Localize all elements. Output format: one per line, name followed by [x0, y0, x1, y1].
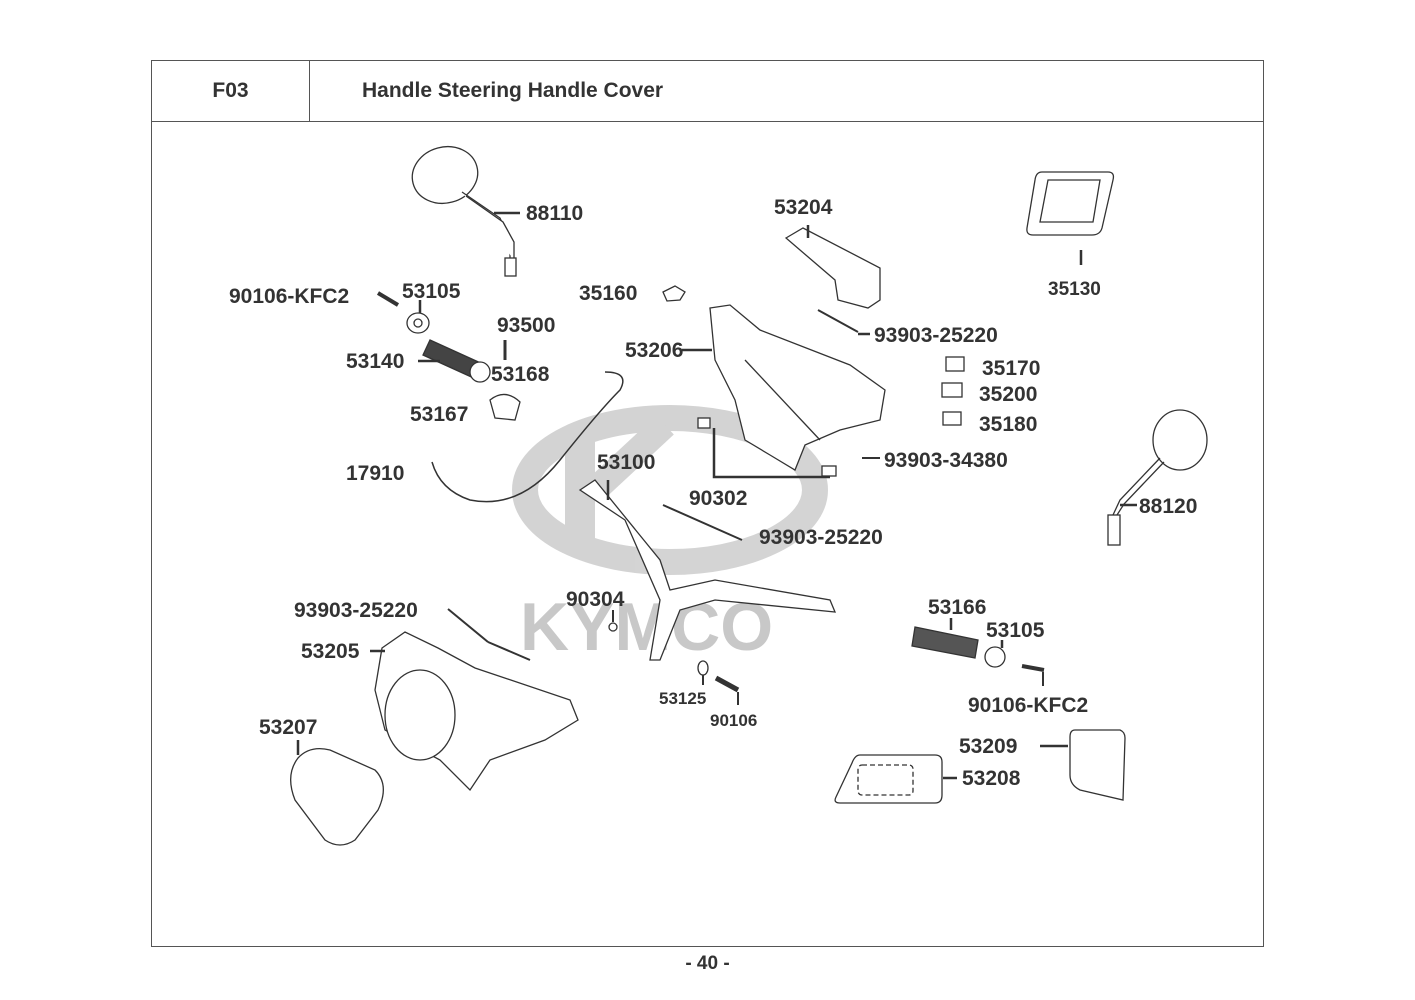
part-label: 53168: [491, 363, 550, 386]
screw-top-icon: [817, 309, 870, 336]
part-label: 90304: [566, 588, 625, 611]
page-number: - 40 -: [685, 953, 730, 974]
part-label: 53105: [402, 280, 461, 303]
switch-35130-icon: [1026, 171, 1115, 265]
header-row: F03 Handle Steering Handle Cover: [152, 61, 1263, 122]
bolt-90106-icon: [714, 675, 740, 705]
cover-53206-icon: [709, 304, 886, 471]
part-label: 93903-25220: [759, 526, 883, 549]
part-label: 53205: [301, 640, 360, 663]
grip-right-icon: [911, 626, 979, 659]
cable-17910-icon: [431, 371, 624, 503]
part-label: 35130: [1048, 279, 1101, 300]
holder-53168-icon: [489, 393, 521, 421]
part-label: 53105: [986, 619, 1045, 642]
part-label: 35200: [979, 383, 1038, 406]
part-label: 53204: [774, 196, 833, 219]
part-label: 35160: [579, 282, 638, 305]
collar-53125-icon: [697, 660, 709, 685]
section-code: F03: [152, 61, 310, 121]
page-title: Handle Steering Handle Cover: [362, 79, 664, 102]
part-label: 90106: [710, 711, 758, 730]
part-label: 93903-34380: [884, 449, 1008, 472]
diagram-frame: F03 Handle Steering Handle Cover: [151, 60, 1264, 947]
cover-53207-icon: [290, 747, 384, 846]
part-label: 53100: [597, 451, 656, 474]
weight-right-icon: [984, 646, 1006, 668]
part-label: 53167: [410, 403, 469, 426]
mirror-left-icon: [411, 145, 517, 277]
part-label: 53140: [346, 350, 405, 373]
part-label: 35170: [982, 357, 1041, 380]
switch-35170-icon: [945, 356, 965, 372]
part-label: 35180: [979, 413, 1038, 436]
panel-53209-icon: [1069, 729, 1126, 801]
bolt-left-icon: [376, 291, 400, 307]
part-label: 53209: [959, 735, 1018, 758]
switch-35200-icon: [941, 382, 963, 398]
part-label: 93903-25220: [874, 324, 998, 347]
grip-left-icon: [422, 339, 491, 383]
bolt-right-icon: [1021, 664, 1045, 686]
part-label: 93903-25220: [294, 599, 418, 622]
handlebar-icon: [578, 479, 837, 661]
part-label: 53206: [625, 339, 684, 362]
part-label: 53166: [928, 596, 987, 619]
part-label: 53207: [259, 716, 318, 739]
bolt-90302-icon: [697, 417, 837, 479]
weight-left-icon: [406, 312, 430, 334]
part-label: 88110: [526, 202, 584, 225]
mirror-right-icon: [1107, 409, 1208, 546]
cover-53204-icon: [784, 225, 881, 309]
part-label: 93500: [497, 314, 556, 337]
part-label: 53125: [659, 689, 707, 708]
part-label: 90302: [689, 487, 748, 510]
part-label: 88120: [1139, 495, 1198, 518]
part-label: 90106-KFC2: [968, 694, 1089, 717]
panel-53208-icon: [834, 754, 943, 804]
screw-left-lower-icon: [447, 608, 531, 661]
part-label: 17910: [346, 462, 405, 485]
switch-35180-icon: [942, 411, 962, 426]
cover-53205-icon: [374, 631, 579, 792]
switch-35160-icon: [662, 285, 686, 302]
nut-90304-icon: [608, 610, 618, 632]
screw-mid-icon: [662, 504, 743, 541]
part-label: 90106-KFC2: [229, 285, 350, 308]
part-label: 53208: [962, 767, 1021, 790]
